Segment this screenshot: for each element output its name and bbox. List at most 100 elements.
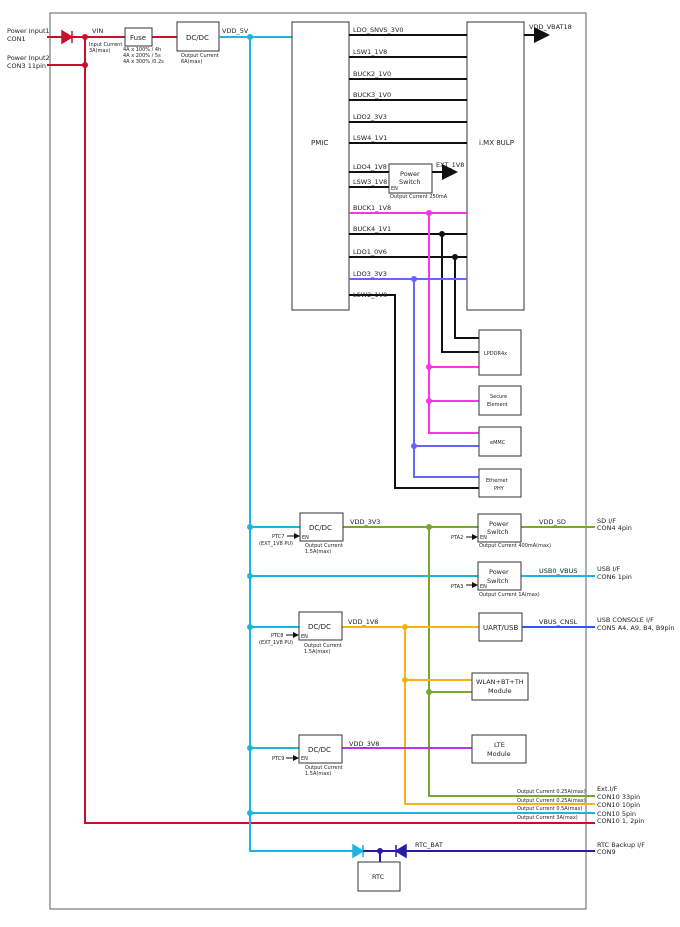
lpddr4x-label: LPDDR4x [484, 351, 507, 357]
ptc7-pullup: (EXT_1V8 PU) [259, 541, 293, 547]
en-label: EN [391, 186, 398, 192]
connector-label: CON9 [597, 848, 616, 856]
connector-label: CON10 33pin [597, 793, 640, 801]
vdd-5v-net [219, 36, 595, 852]
diode-icon [352, 843, 365, 859]
usb-switch-label: Switch [487, 577, 509, 585]
diode-icon [61, 29, 74, 45]
vdd-vbat18-label: VDD_VBAT18 [529, 23, 572, 31]
en-label: EN [301, 634, 308, 640]
diode-icon [394, 843, 407, 859]
pmic-label: PMIC [311, 139, 328, 147]
connector-label: SD I/F [597, 517, 616, 525]
ethernet-phy-box [478, 468, 522, 498]
usb-switch-label: Power [489, 568, 509, 576]
fuse-rating: 4A x 200% / 5s [123, 53, 161, 59]
junction-dots [247, 34, 253, 816]
sd-power-switch-box [477, 513, 522, 543]
vdd-sd-label: VDD_SD [539, 518, 566, 526]
usb-power-switch-box [477, 561, 522, 591]
output-current: Output Current 1A(max) [479, 592, 540, 598]
pta3-label: PTA3 [451, 584, 463, 590]
dcdc-3v8-box [298, 734, 343, 764]
pmic-rails [349, 34, 479, 489]
connector-label: CON10 1, 2pin [597, 817, 644, 825]
rail-label: LDO3_3V3 [353, 270, 387, 278]
fuse-rating: 4A x 100% / 4h [123, 47, 161, 53]
junction-dots [439, 231, 458, 260]
rail-label: LSW2_1V8 [353, 291, 387, 299]
output-current: Output Current [305, 543, 343, 549]
output-current: Output Current [305, 765, 343, 771]
rail-label: LSW3_1V8 [353, 178, 387, 186]
vdd-1v8-net [342, 626, 595, 805]
output-current: Output Current 0.5A(max) [517, 806, 583, 812]
pta2-label: PTA2 [451, 535, 463, 541]
connector-label: CON4 4pin [597, 524, 632, 532]
rail-label: BUCK1_1V8 [353, 204, 391, 212]
ptc8-pullup: (EXT_1V8 PU) [259, 640, 293, 646]
ext-switch-label: Power [400, 170, 420, 178]
junction-dots [426, 210, 432, 404]
ptc9-label: PTC9 [272, 756, 284, 762]
usb0-vbus-label: USB0_VBUS [539, 567, 578, 575]
ext-1v8-label: EXT_1V8 [436, 161, 464, 169]
output-current: Output Current 250mA [390, 194, 448, 200]
vdd-5v-label: VDD_5V [222, 27, 249, 35]
vdd-3v3-net [343, 526, 595, 797]
connector-label: CON5 A4, A9, B4, B9pin [597, 624, 675, 632]
uart-usb-label: UART/USB [483, 624, 518, 632]
lpddr4x-box [478, 329, 522, 376]
rail-label: LSW1_1V8 [353, 48, 387, 56]
power-input2-label: Power Input2 [7, 54, 50, 62]
secure-element-label: Secure [490, 394, 507, 400]
rail-label: LDO2_3V3 [353, 113, 387, 121]
vdd-3v3-label: VDD_3V3 [350, 518, 380, 526]
connector-label: CON10 5pin [597, 810, 636, 818]
output-current: Output Current 0.25A(max) [517, 789, 586, 795]
rtc-box [357, 861, 401, 892]
emmc-box [478, 426, 522, 457]
lte-module-label: LTE [494, 741, 505, 749]
secure-element-label: Element [487, 402, 508, 408]
emmc-label: eMMC [490, 440, 506, 446]
connector-label: USB CONSOLE I/F [597, 616, 654, 624]
imx-box [466, 21, 525, 311]
board-outline [49, 12, 587, 910]
output-current: Output Current [304, 643, 342, 649]
en-label: EN [480, 584, 487, 590]
dcdc-3v8-label: DC/DC [308, 746, 331, 754]
ldo3-3v3-net [349, 278, 479, 478]
sd-switch-label: Power [489, 520, 509, 528]
uart-usb-box [478, 612, 523, 642]
vdd-3v8-label: VDD_3V8 [349, 740, 379, 748]
fuse-box [124, 27, 153, 47]
junction-dots [426, 524, 432, 695]
en-label: EN [480, 535, 487, 541]
rail-label: BUCK3_1V0 [353, 91, 391, 99]
connector-label: RTC Backup I/F [597, 841, 645, 849]
junction-dot [377, 848, 383, 854]
wlan-module-box [471, 672, 529, 701]
connector-label: CON6 1pin [597, 573, 632, 581]
fuse-label: Fuse [130, 34, 146, 42]
ptc8-label: PTC8 [271, 633, 283, 639]
output-current: 1.5A(max) [305, 549, 331, 555]
input-current: Input Current [89, 42, 122, 48]
pmic-box [291, 21, 350, 311]
wlan-module-label: Module [488, 687, 512, 695]
ethernet-phy-label: Ethernet [486, 478, 508, 484]
secure-element-box [478, 385, 522, 416]
wlan-module-label: WLAN+BT+TH [476, 678, 524, 686]
output-current: 6A(max) [181, 59, 202, 65]
ext-switch-label: Switch [399, 178, 421, 186]
output-current: Output Current 3A(max) [517, 815, 578, 821]
output-current: Output Current 0.25A(max) [517, 798, 586, 804]
output-current: 1.5A(max) [304, 649, 330, 655]
power-input1-label: Power Input1 [7, 27, 50, 35]
vin-label: VIN [92, 27, 103, 35]
rail-label: LDO4_1V8 [353, 163, 387, 171]
